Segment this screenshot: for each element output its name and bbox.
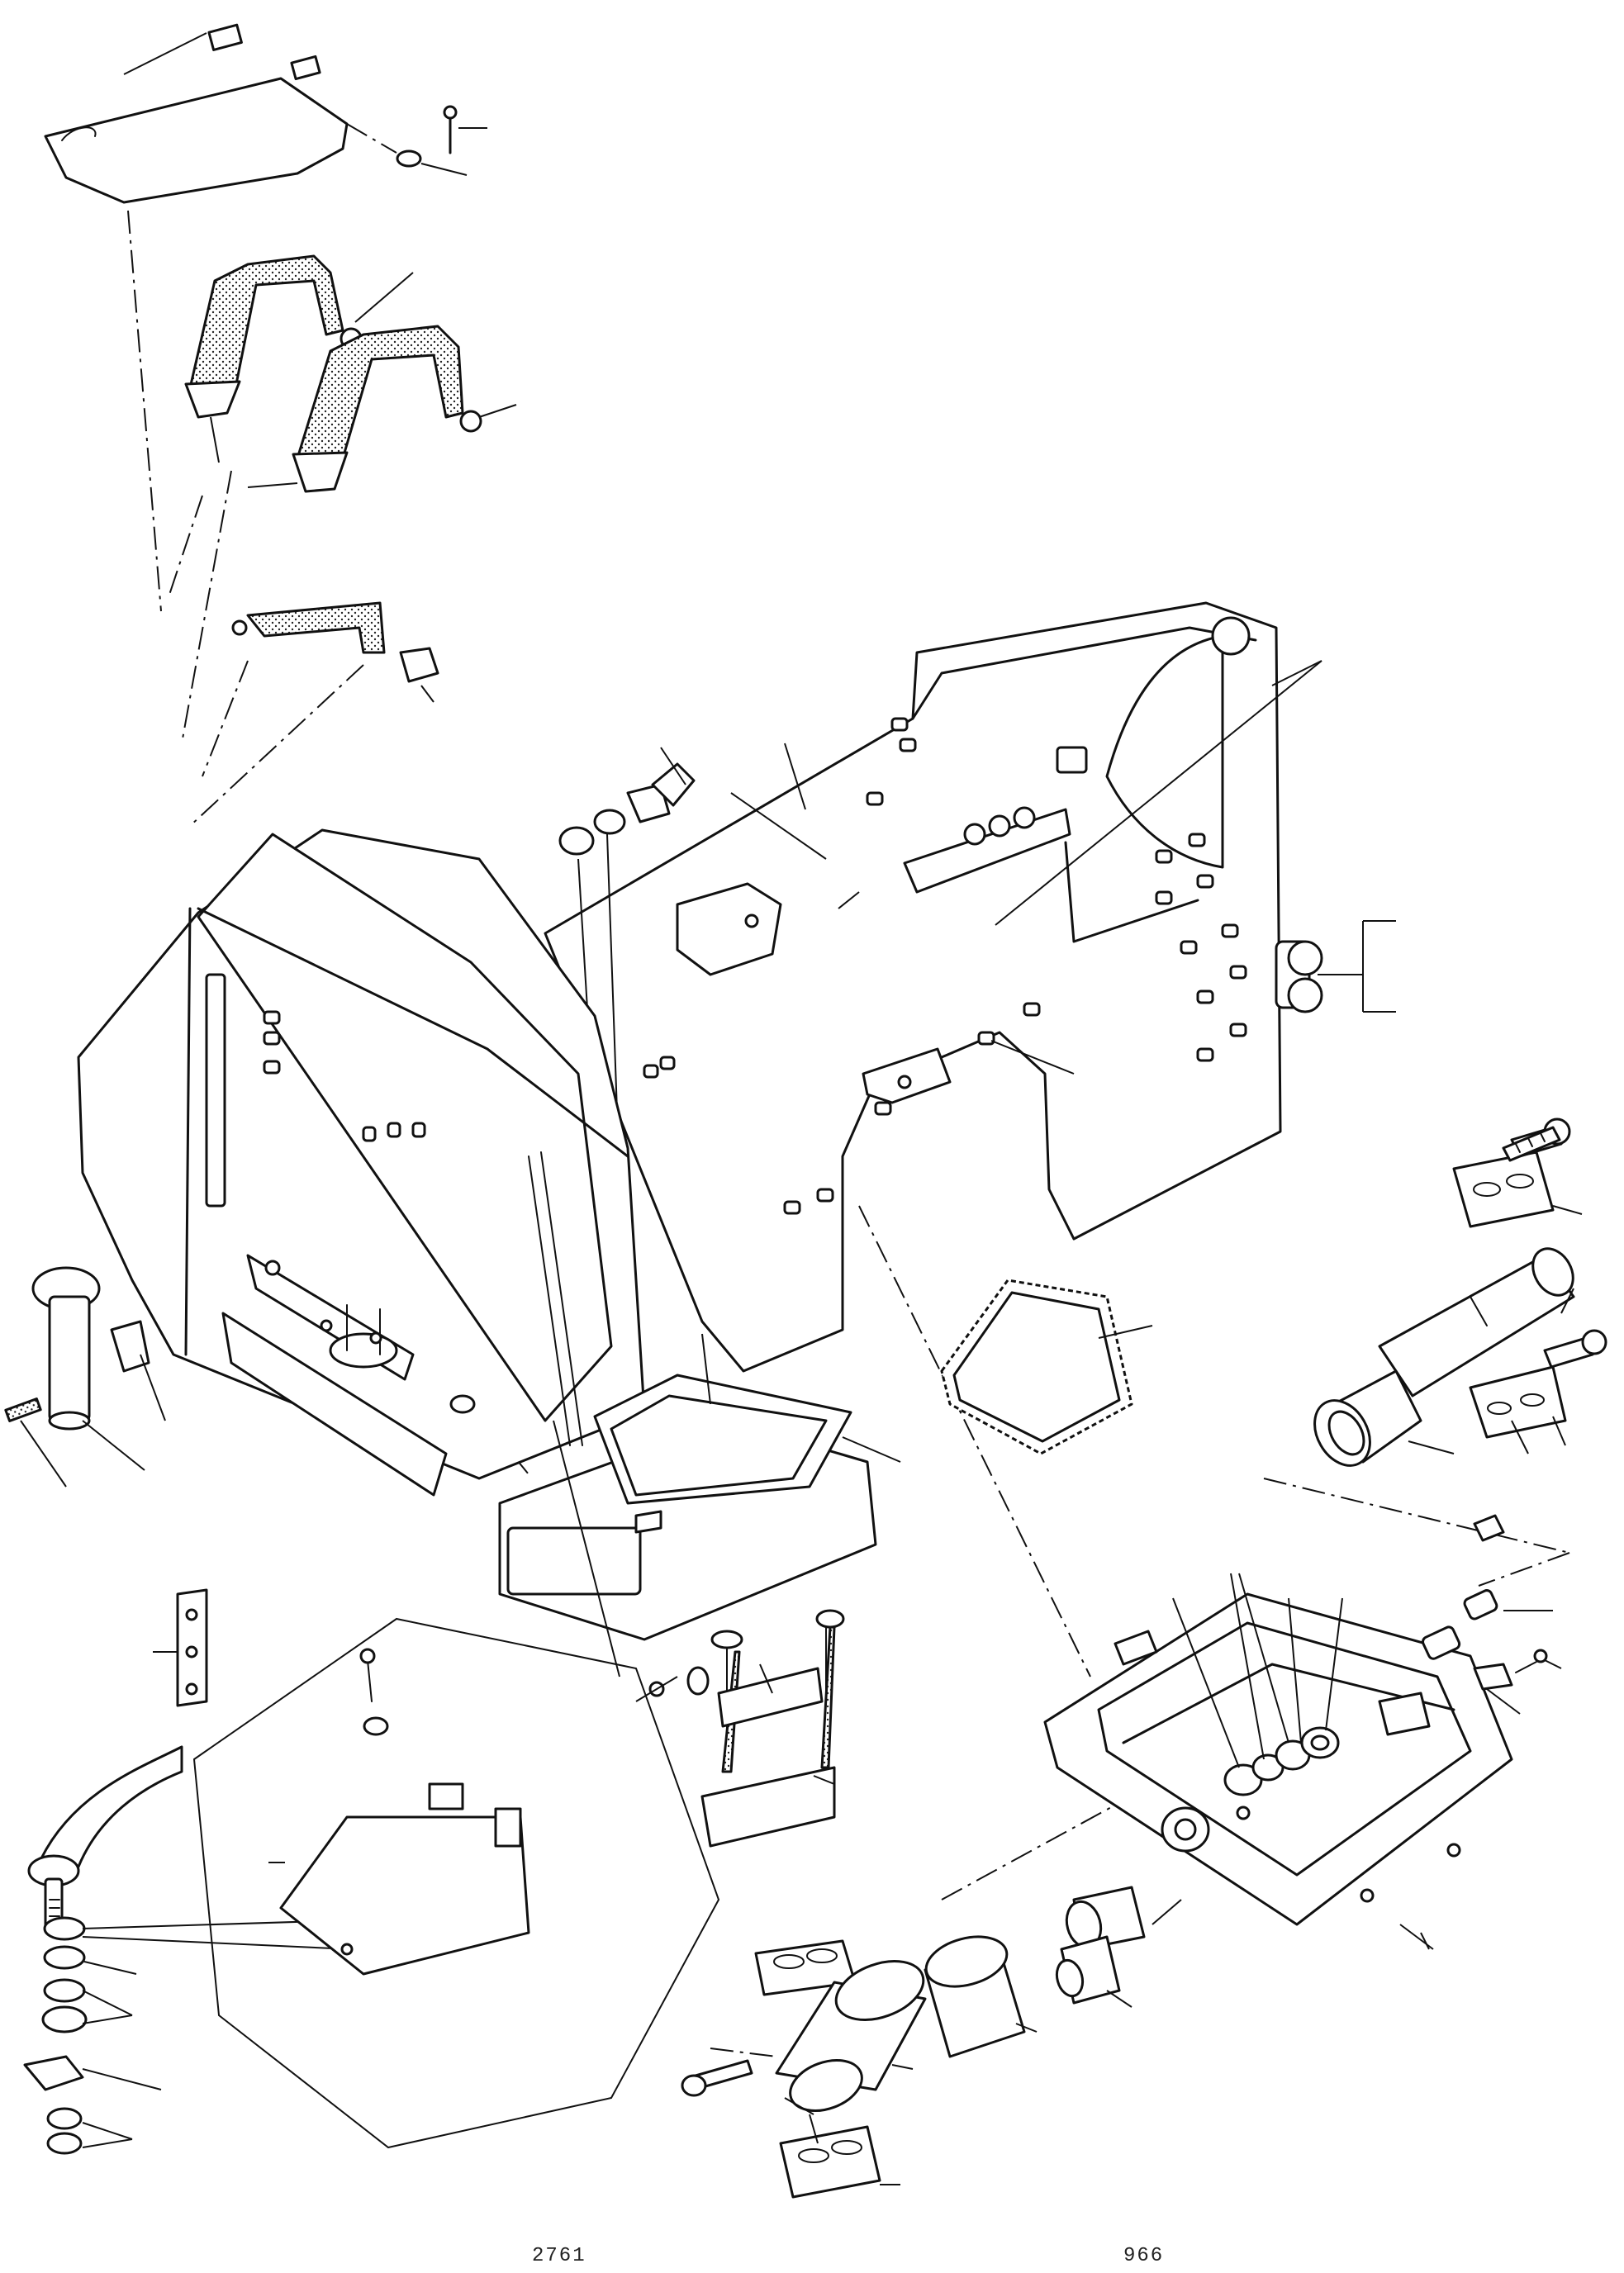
left-pin-assembly bbox=[4, 1266, 166, 1488]
top-cover-plate bbox=[44, 23, 349, 204]
bottom-pin-bushing bbox=[681, 1886, 1182, 2199]
spring-bracket bbox=[635, 1609, 845, 1848]
screw-and-washer-top bbox=[346, 105, 487, 176]
handle-upper bbox=[184, 254, 414, 419]
gasket bbox=[940, 1279, 1153, 1455]
handle-lower bbox=[210, 325, 517, 493]
front-step-box bbox=[498, 1333, 901, 1641]
frame-studs bbox=[783, 717, 1247, 1215]
center-brackets bbox=[676, 882, 952, 1104]
main-frame-body bbox=[544, 601, 1396, 1373]
inset-detail bbox=[192, 1420, 720, 2149]
front-column-box bbox=[77, 828, 676, 1497]
right-pin-assembly-upper bbox=[1313, 1118, 1607, 1467]
swivel-base bbox=[1043, 1573, 1513, 1950]
footer-right-number: 966 bbox=[1123, 2245, 1165, 2267]
base-side-pins bbox=[1422, 1514, 1562, 1715]
footer-left-number: 2761 bbox=[532, 2245, 586, 2267]
small-bracket-handle bbox=[231, 601, 439, 703]
upper-right-bolt bbox=[1502, 1126, 1561, 1162]
frame-side-lug bbox=[1275, 920, 1396, 1013]
lever-and-washers bbox=[23, 1745, 352, 2155]
small-side-bracket bbox=[153, 1588, 208, 1707]
